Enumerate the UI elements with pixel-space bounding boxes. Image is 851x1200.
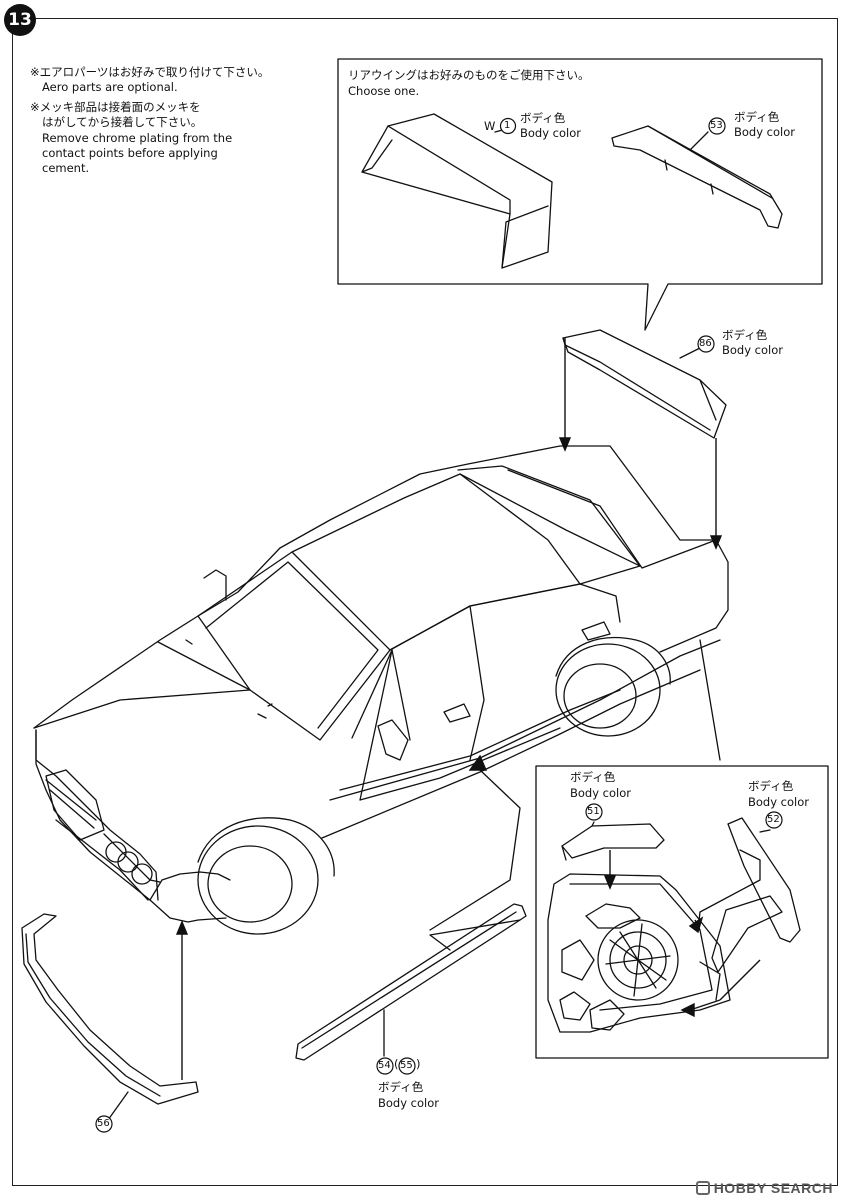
aero-note-en: Aero parts are optional. <box>42 80 178 94</box>
wing-callout-box <box>337 58 823 331</box>
chrome-note-en-2: contact points before applying <box>42 146 218 160</box>
detail-box <box>535 765 829 1059</box>
aero-note-jp: ※エアロパーツはお好みで取り付けて下さい。 <box>30 65 270 79</box>
part-55-number: 55 <box>400 1060 413 1071</box>
part-51-color-jp: ボディ色 <box>570 770 616 784</box>
part-53-number: 53 <box>710 120 723 131</box>
page-frame <box>12 18 838 1186</box>
chrome-note-en-3: cement. <box>42 161 90 175</box>
chrome-note-jp-1: ※メッキ部品は接着面のメッキを <box>30 100 201 114</box>
part-circle-56 <box>95 1115 113 1133</box>
front-lip-56-illustration <box>21 913 199 1105</box>
wing-w1-illustration <box>361 113 553 269</box>
part-54-close-paren: ) <box>416 1057 421 1071</box>
part-51-number: 51 <box>587 806 600 817</box>
chrome-note-jp-2: はがしてから接着して下さい。 <box>42 115 203 129</box>
side-skirt-54-illustration <box>295 903 527 1061</box>
part-w1-prefix: W <box>484 119 496 133</box>
part-circle-53 <box>708 117 726 135</box>
part-54-color-en: Body color <box>378 1096 440 1110</box>
part-circle-52 <box>765 811 783 829</box>
part-circle-55 <box>398 1057 416 1075</box>
hobby-search-logo-icon <box>695 1181 710 1195</box>
part-53-color-jp: ボディ色 <box>734 110 780 124</box>
part-86-number: 86 <box>699 338 712 349</box>
part-54-open-paren: ( <box>394 1057 399 1071</box>
chrome-note-en-1: Remove chrome plating from the <box>42 131 233 145</box>
wing-box-title-jp: リアウイングはお好みのものをご使用下さい。 <box>348 68 590 82</box>
part-w1-number: 1 <box>504 120 511 131</box>
part-circle-86 <box>697 335 715 353</box>
car-body-illustration <box>33 445 729 935</box>
part-56-number: 56 <box>97 1118 110 1129</box>
part-52-number: 52 <box>767 814 780 825</box>
part-52-color-en: Body color <box>748 795 810 809</box>
step-number-badge: 13 <box>4 4 36 36</box>
part-52-color-jp: ボディ色 <box>748 779 794 793</box>
part-w1-color-jp: ボディ色 <box>520 111 566 125</box>
part-53-color-en: Body color <box>734 125 796 139</box>
part-86-color-en: Body color <box>722 343 784 357</box>
watermark-text: HOBBY SEARCH <box>713 1180 833 1196</box>
watermark: HOBBY SEARCH <box>695 1180 833 1196</box>
part-w1-color-en: Body color <box>520 126 582 140</box>
wing-86-illustration <box>562 329 727 439</box>
part-86-color-jp: ボディ色 <box>722 328 768 342</box>
wing-box-title-en: Choose one. <box>348 84 420 98</box>
part-circle-54 <box>376 1057 394 1075</box>
part-51-color-en: Body color <box>570 786 632 800</box>
part-54-number: 54 <box>378 1060 391 1071</box>
part-circle-51 <box>585 803 603 821</box>
trunk-detail-illustration <box>547 817 801 1033</box>
part-circle-w1 <box>499 117 517 135</box>
wing-53-illustration <box>611 125 783 229</box>
part-54-color-jp: ボディ色 <box>378 1080 424 1094</box>
